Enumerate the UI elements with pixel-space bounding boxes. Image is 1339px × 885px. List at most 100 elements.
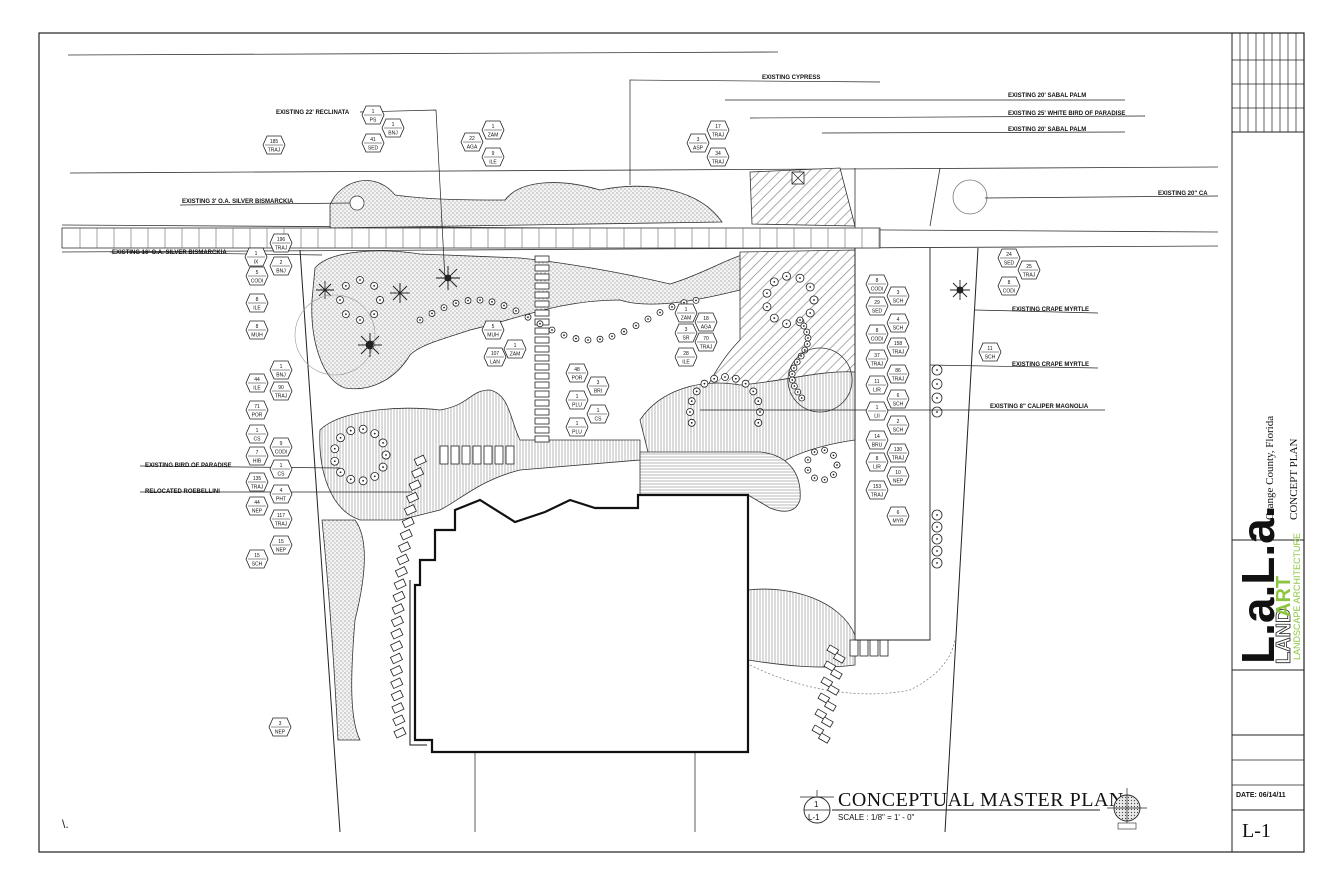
plant-tag-code: TRAJ (892, 377, 905, 383)
stepping-stone (390, 627, 404, 640)
paver (534, 435, 550, 443)
callout-existing-cypress: EXISTING CYPRESS (762, 75, 820, 81)
stepping-stone (390, 689, 404, 702)
paver (534, 309, 550, 317)
plant-tag-code: LAN (490, 360, 500, 366)
paver (534, 291, 550, 299)
stepping-stone (411, 467, 425, 479)
sheet-border (38, 32, 1305, 853)
plant-tag-code: ILE (489, 160, 497, 166)
plant-tag-qty: 185 (270, 139, 279, 145)
sheet-number: L-1 (1242, 820, 1271, 842)
plant-tag-code: BRU (872, 443, 883, 449)
plant-tag-code: TRAJ (892, 456, 905, 462)
paver (879, 639, 889, 657)
plant-tag-qty: 117 (277, 513, 285, 519)
plant-tag-qty: 22 (469, 136, 475, 142)
plant-tag-qty: 2 (280, 260, 283, 266)
plant-tag-qty: 1 (255, 251, 258, 257)
paver (461, 445, 471, 465)
stepping-stone (391, 603, 405, 615)
plant-tag-qty: 10 (895, 470, 901, 476)
plant-tag-code: HIB (253, 459, 262, 465)
logo-land: LAND (1273, 608, 1295, 664)
paver (534, 426, 550, 434)
drawing-title-block: 1 L-1 CONCEPTUAL MASTER PLAN SCALE : 1/8… (800, 788, 1147, 830)
plant-tag-qty: 8 (1008, 280, 1011, 286)
plant-tag-qty: 153 (873, 484, 882, 490)
stepping-stone (814, 708, 828, 720)
plant-tag-code: SCH (893, 299, 904, 305)
plant-tag-qty: 5 (492, 324, 495, 330)
paver (534, 273, 550, 281)
paver (534, 372, 550, 380)
plant-tag-code: NEP (252, 509, 263, 515)
plant-tag-qty: 2 (897, 419, 900, 425)
plant-tag-qty: 1 (492, 124, 495, 130)
plant-tag-code: SCH (252, 562, 263, 568)
plant-tag-code: TRAJ (700, 345, 713, 351)
plant-tag-code: BRI (594, 389, 602, 395)
stepping-stone (396, 553, 410, 566)
plant-tag-code: SCH (893, 402, 904, 408)
plant-tag-code: PS (370, 118, 377, 124)
paver (869, 639, 879, 657)
plant-tag-code: CS (254, 437, 262, 443)
plant-tag-code: MUH (251, 333, 263, 339)
plant-tag-code: CODI (871, 287, 884, 293)
plant-tag: 1PS (361, 105, 385, 125)
plant-tag-qty: 1 (576, 394, 579, 400)
west-side-yard (321, 519, 365, 741)
plant-tag-qty: 8 (876, 278, 879, 284)
callout-reclinata: EXISTING 22' RECLINATA (276, 110, 350, 116)
plant-tag-code: BNJ (388, 131, 398, 137)
plant-tag-code: PHT (276, 497, 286, 503)
plant-tag-qty: 3 (279, 721, 282, 727)
plant-tag-qty: 3 (597, 380, 600, 386)
plant-tag-qty: 11 (874, 379, 879, 385)
plant-tag-code: TRAJ (712, 133, 725, 139)
callout-sabal-palm-1: EXISTING 20' SABAL PALM (1008, 93, 1086, 99)
plant-tag-code: CODI (275, 450, 288, 456)
plant-tag-qty: 6 (897, 393, 900, 399)
logo-art: ART (1273, 576, 1295, 617)
stepping-stone (413, 454, 427, 467)
plant-tag-code: CODI (1003, 289, 1016, 295)
drawing-scale: SCALE : 1/8" = 1' - 0" (838, 813, 915, 822)
plant-tag-code: ZAM (681, 316, 692, 322)
palm-symbols (316, 266, 970, 357)
plant-tag-qty: 14 (874, 434, 880, 440)
callout-labels: EXISTING CYPRESS EXISTING 20' SABAL PALM… (112, 75, 1208, 495)
plant-tag-code: TRAJ (871, 493, 884, 499)
stepping-stone (390, 640, 404, 652)
plant-tag-code: SCH (893, 428, 904, 434)
plant-tag-qty: 1 (280, 463, 283, 469)
stepping-stone (389, 665, 404, 677)
plant-tag-code: ASP (693, 146, 704, 152)
callout-sabal-palm-2: EXISTING 20' SABAL PALM (1008, 127, 1086, 133)
plant-tag-qty: 4 (897, 317, 900, 323)
paver (534, 336, 550, 344)
stepping-stone (817, 692, 831, 704)
stepping-stone (811, 724, 825, 736)
plant-tag-code: AGA (467, 145, 478, 151)
plant-tag-qty: 196 (277, 237, 286, 243)
